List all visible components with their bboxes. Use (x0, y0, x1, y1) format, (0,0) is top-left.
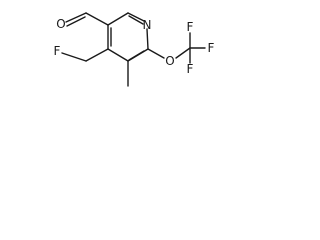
fluorine-bottom-label: F (187, 62, 194, 76)
fluoromethyl-fluorine-label: F (54, 44, 61, 58)
bond-c2-n1-inner-double (128, 15, 144, 25)
bond-c4-ch2 (85, 48, 109, 62)
fluorine-top-label: F (187, 20, 194, 34)
ring-nitrogen-label: N (143, 18, 152, 32)
bond-c3-c2 (107, 12, 129, 26)
bond-o-cf3 (175, 47, 191, 59)
bond-cho-o (65, 12, 87, 23)
bond-c5-c4 (107, 48, 129, 62)
bond-c3-cho (85, 12, 109, 26)
bond-c2-n1 (127, 12, 145, 22)
fluorine-right-label: F (208, 41, 215, 55)
bonds (61, 12, 206, 87)
bond-c6-c5-inner-double (128, 50, 145, 61)
structure-diagram: O N F O F F F (54, 12, 215, 87)
bond-c6-o (147, 48, 165, 59)
bond-cho-o-double (66, 16, 86, 27)
bond-n1-c6 (146, 28, 149, 50)
aldehyde-oxygen-label: O (56, 17, 65, 31)
bond-ch2-f (61, 52, 87, 62)
ether-oxygen-label: O (165, 54, 174, 68)
atom-labels: O N F O F F F (54, 17, 215, 76)
